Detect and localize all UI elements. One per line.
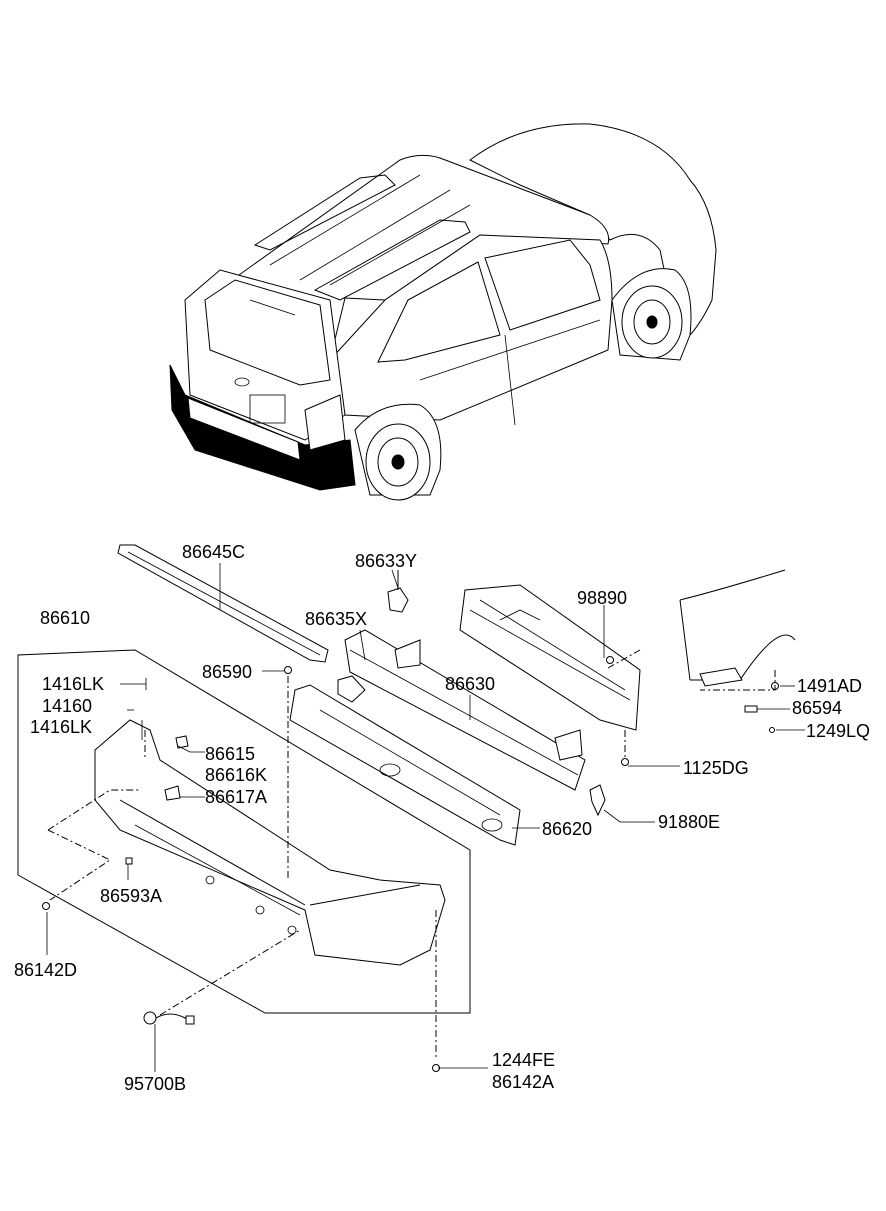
label-1491AD: 1491AD [797, 676, 862, 696]
label-1125DG: 1125DG [683, 758, 749, 778]
label-86633Y: 86633Y [355, 551, 417, 571]
label-14160: 14160 [42, 696, 92, 716]
part-rear-frame [459, 584, 641, 731]
part-86635X-bracket [337, 675, 366, 703]
phantom-lines [47, 649, 776, 1060]
label-86590: 86590 [202, 662, 252, 682]
label-86142A: 86142A [492, 1072, 554, 1092]
label-98890: 98890 [577, 588, 627, 608]
label-86142D: 86142D [14, 960, 77, 980]
label-91880E: 91880E [658, 812, 720, 832]
label-86593A: 86593A [100, 886, 162, 906]
label-86615: 86615 [205, 744, 255, 764]
part-86645C-strip [117, 544, 329, 663]
label-86635X: 86635X [305, 609, 367, 629]
label-86620: 86620 [542, 819, 592, 839]
vehicle-illustration [169, 123, 717, 501]
label-1249LQ: 1249LQ [806, 721, 870, 741]
part-86620-absorber [289, 684, 521, 846]
part-95700B-sensor [143, 1011, 195, 1025]
label-86610: 86610 [40, 608, 90, 628]
part-86610-bumper-cover [94, 719, 446, 966]
label-1416LK-a: 1416LK [42, 674, 104, 694]
leader-lines [46, 563, 805, 1072]
label-86616K: 86616K [205, 765, 267, 785]
label-1244FE: 1244FE [492, 1050, 555, 1070]
label-1416LK-b: 1416LK [30, 717, 92, 737]
label-86645C: 86645C [182, 542, 245, 562]
part-labels: 86645C 86633Y 86610 86635X 98890 86590 8… [14, 542, 870, 1094]
label-86594: 86594 [792, 698, 842, 718]
frame-86610-box [17, 649, 471, 1014]
part-86630-beam [344, 629, 586, 791]
label-95700B: 95700B [124, 1074, 186, 1094]
part-86633Y-bracket [387, 570, 409, 613]
fasteners [42, 656, 779, 1072]
label-86630: 86630 [445, 674, 495, 694]
part-body-corner [679, 569, 796, 687]
label-86617A: 86617A [205, 787, 267, 807]
